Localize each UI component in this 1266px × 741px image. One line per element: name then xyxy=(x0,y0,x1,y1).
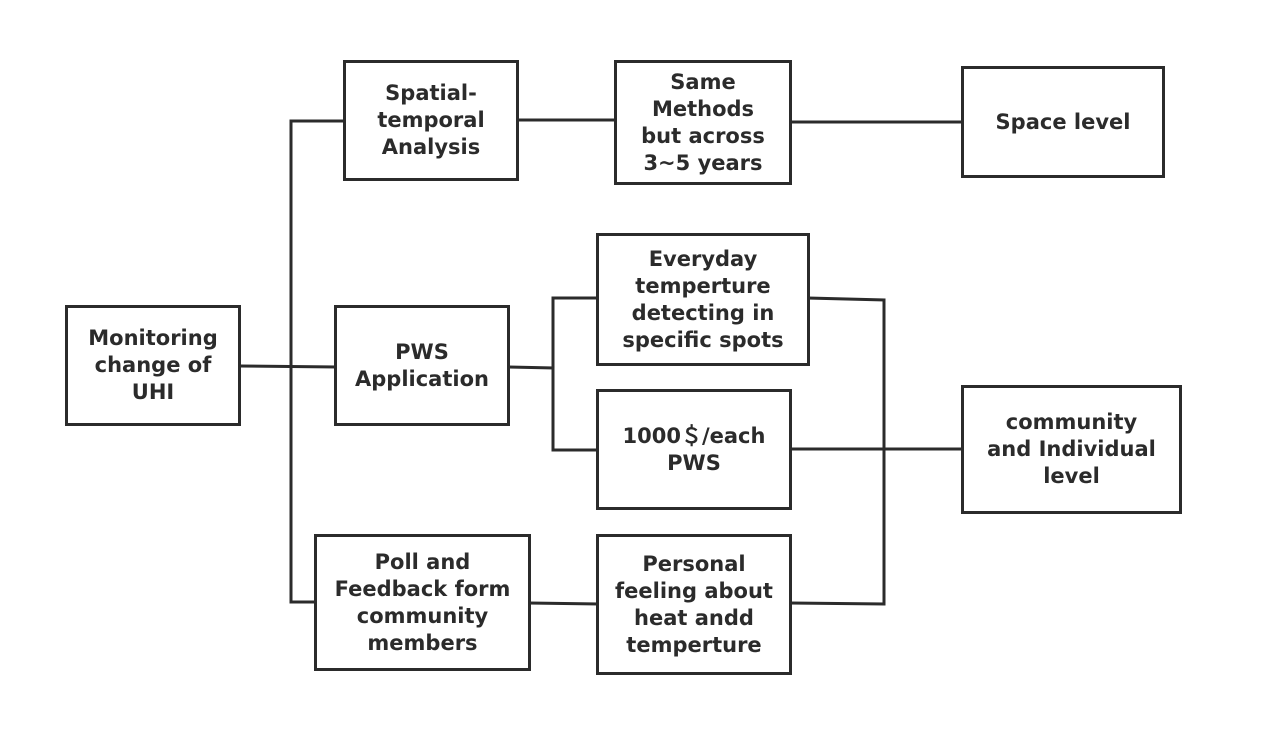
connector-personal-right xyxy=(788,601,886,606)
connector-pws-fork xyxy=(507,365,555,370)
node-monitoring: Monitoring change of UHI xyxy=(65,305,241,426)
node-space-level: Space level xyxy=(961,66,1165,178)
node-personal-feeling-label: Personal feeling about heat andd tempert… xyxy=(615,551,773,657)
node-community-level-label: community and Individual level xyxy=(987,410,1156,488)
node-poll-feedback: Poll and Feedback form community members xyxy=(314,534,531,671)
node-same-methods-label: Same Methods but across 3~5 years xyxy=(641,69,765,175)
node-everyday-temperature: Everyday temperture detecting in specifi… xyxy=(596,233,810,366)
node-pws-cost: 1000＄/each PWS xyxy=(596,389,792,510)
connector-monitoring-pws xyxy=(238,364,338,369)
connector-poll-personal xyxy=(527,601,600,606)
node-community-level: community and Individual level xyxy=(961,385,1182,514)
node-everyday-temperature-label: Everyday temperture detecting in specifi… xyxy=(622,246,784,352)
node-poll-feedback-label: Poll and Feedback form community members xyxy=(334,549,511,655)
node-space-level-label: Space level xyxy=(995,109,1131,134)
node-pws-cost-label: 1000＄/each PWS xyxy=(622,423,766,475)
node-personal-feeling: Personal feeling about heat andd tempert… xyxy=(596,534,792,675)
node-monitoring-label: Monitoring change of UHI xyxy=(88,326,218,404)
node-same-methods: Same Methods but across 3~5 years xyxy=(614,60,792,185)
node-pws-application: PWS Application xyxy=(334,305,510,426)
node-spatial-temporal-label: Spatial- temporal Analysis xyxy=(377,81,485,159)
connector-everyday-right xyxy=(806,296,886,302)
node-pws-application-label: PWS Application xyxy=(355,339,489,391)
node-spatial-temporal: Spatial- temporal Analysis xyxy=(343,60,519,181)
